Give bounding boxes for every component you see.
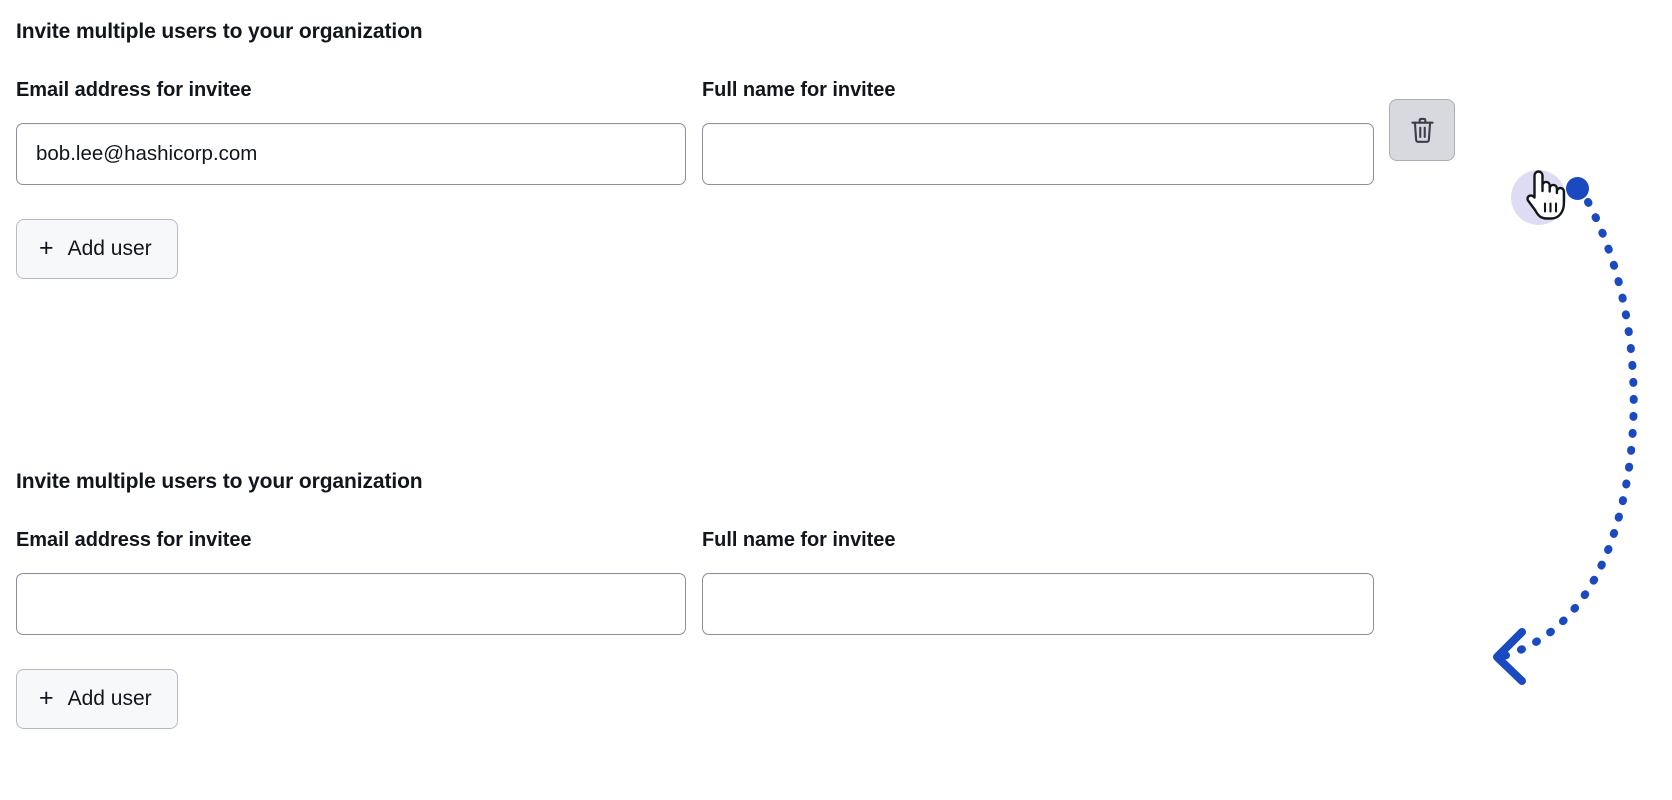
email-input[interactable] (16, 123, 686, 185)
email-input-2[interactable] (16, 573, 686, 635)
email-field-label-2: Email address for invitee (16, 529, 252, 551)
fields-row: Email address for invitee Full name for … (0, 78, 1672, 198)
fields-row-2: Email address for invitee Full name for … (0, 528, 1672, 648)
delete-user-button[interactable] (1389, 99, 1455, 161)
add-user-label-2: Add user (67, 687, 152, 710)
plus-icon: + (39, 233, 54, 262)
email-field-label: Email address for invitee (16, 79, 252, 101)
page-title: Invite multiple users to your organizati… (16, 20, 423, 43)
name-field-label-2: Full name for invitee (702, 529, 896, 551)
email-field-group-2: Email address for invitee (16, 528, 686, 635)
name-field-label: Full name for invitee (702, 79, 896, 101)
trash-icon (1409, 116, 1436, 145)
name-input[interactable] (702, 123, 1374, 185)
add-user-button[interactable]: + Add user (16, 219, 178, 279)
name-field-group-2: Full name for invitee (702, 528, 1374, 635)
page-title-2: Invite multiple users to your organizati… (16, 470, 423, 493)
email-field-group: Email address for invitee (16, 78, 686, 185)
add-user-label: Add user (67, 237, 152, 260)
name-field-group: Full name for invitee (702, 78, 1374, 185)
add-user-button-2[interactable]: + Add user (16, 669, 178, 729)
name-input-2[interactable] (702, 573, 1374, 635)
plus-icon-2: + (39, 683, 54, 712)
